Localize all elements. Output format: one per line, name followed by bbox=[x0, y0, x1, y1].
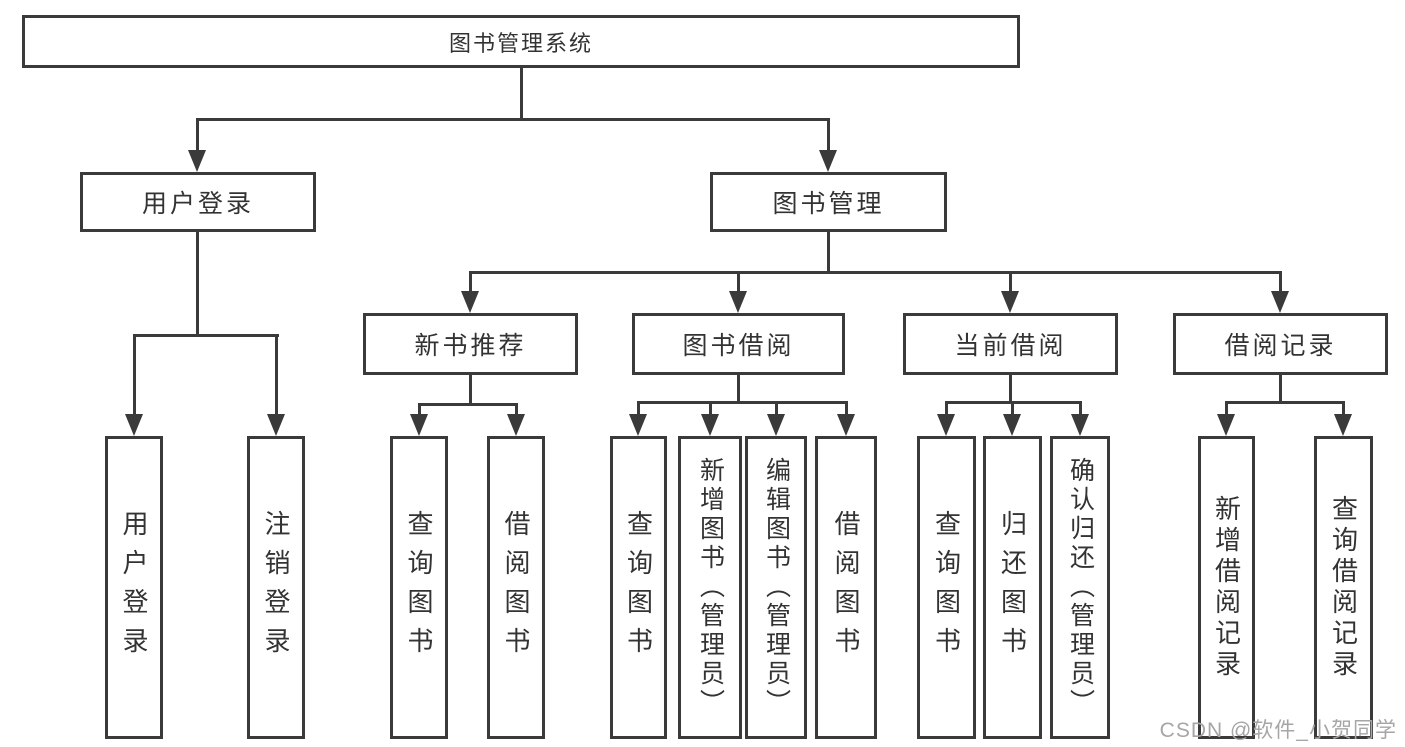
v-line bbox=[737, 271, 740, 295]
leaf-label: 归还图书 bbox=[997, 509, 1028, 666]
leaf-borrow-borrow-books: 借阅图书 bbox=[815, 436, 877, 739]
node-label: 借阅记录 bbox=[1224, 332, 1337, 360]
v-line bbox=[1279, 375, 1282, 404]
leaf-label: 编辑图书（管理员） bbox=[762, 457, 791, 718]
arrowhead-down bbox=[837, 414, 855, 436]
v-line bbox=[1279, 271, 1282, 295]
arrowhead-down bbox=[1217, 414, 1235, 436]
v-line bbox=[196, 118, 199, 154]
node-label: 当前借阅 bbox=[954, 332, 1067, 360]
leaf-label: 查询图书 bbox=[623, 509, 654, 666]
arrowhead-down bbox=[701, 414, 719, 436]
leaf-recommend-borrow-books: 借阅图书 bbox=[487, 436, 545, 739]
leaf-borrow-query-books: 查询图书 bbox=[610, 436, 667, 739]
v-line bbox=[1011, 401, 1014, 417]
v-line bbox=[775, 401, 778, 417]
leaf-label: 新增借阅记录 bbox=[1211, 494, 1242, 681]
leaf-current-return-books: 归还图书 bbox=[983, 436, 1042, 739]
leaf-borrow-add-books-admin: 新增图书（管理员） bbox=[678, 436, 742, 739]
node-current-borrow: 当前借阅 bbox=[903, 313, 1118, 375]
v-line bbox=[196, 232, 199, 336]
v-line bbox=[133, 334, 136, 418]
h-line bbox=[469, 271, 1282, 274]
v-line bbox=[469, 271, 472, 295]
v-line bbox=[827, 232, 830, 274]
leaf-label: 确认归还（管理员） bbox=[1066, 457, 1095, 718]
node-label: 用户登录 bbox=[141, 190, 254, 218]
node-user-login-branch: 用户登录 bbox=[80, 172, 316, 232]
leaf-label: 借阅图书 bbox=[831, 509, 861, 666]
v-line bbox=[520, 68, 523, 120]
leaf-label: 用户登录 bbox=[119, 509, 149, 666]
arrowhead-down bbox=[507, 414, 525, 436]
h-line bbox=[196, 118, 830, 121]
leaf-current-confirm-return-admin: 确认归还（管理员） bbox=[1050, 436, 1110, 739]
v-line bbox=[1079, 401, 1082, 417]
leaf-label: 注销登录 bbox=[261, 509, 291, 666]
leaf-current-query-books: 查询图书 bbox=[917, 436, 976, 739]
v-line bbox=[737, 375, 740, 404]
arrowhead-down bbox=[1001, 291, 1019, 313]
node-root: 图书管理系统 bbox=[22, 15, 1020, 68]
arrowhead-down bbox=[188, 150, 206, 172]
leaf-label: 查询图书 bbox=[931, 509, 962, 666]
leaf-user-login: 用户登录 bbox=[105, 436, 163, 739]
arrowhead-down bbox=[819, 150, 837, 172]
arrowhead-down bbox=[1003, 414, 1021, 436]
v-line bbox=[275, 334, 278, 418]
v-line bbox=[1225, 401, 1228, 417]
v-line bbox=[709, 401, 712, 417]
h-line bbox=[133, 334, 279, 337]
arrowhead-down bbox=[729, 291, 747, 313]
arrowhead-down bbox=[1271, 291, 1289, 313]
leaf-label: 查询图书 bbox=[404, 509, 434, 666]
v-line bbox=[1009, 271, 1012, 295]
v-line bbox=[469, 375, 472, 406]
arrowhead-down bbox=[767, 414, 785, 436]
v-line bbox=[418, 403, 421, 417]
node-book-borrow: 图书借阅 bbox=[632, 313, 845, 375]
arrowhead-down bbox=[125, 414, 143, 436]
v-line bbox=[515, 403, 518, 417]
leaf-recommend-query-books: 查询图书 bbox=[390, 436, 448, 739]
node-book-management: 图书管理 bbox=[710, 172, 947, 232]
node-new-book-recommend: 新书推荐 bbox=[363, 313, 578, 375]
arrowhead-down bbox=[1071, 414, 1089, 436]
arrowhead-down bbox=[267, 414, 285, 436]
v-line bbox=[1342, 401, 1345, 417]
node-label: 新书推荐 bbox=[414, 332, 527, 360]
leaf-borrow-edit-books-admin: 编辑图书（管理员） bbox=[745, 436, 807, 739]
v-line bbox=[637, 401, 640, 417]
h-line bbox=[1225, 401, 1345, 404]
leaf-logout: 注销登录 bbox=[247, 436, 305, 739]
leaf-records-add-record: 新增借阅记录 bbox=[1198, 436, 1255, 739]
v-line bbox=[945, 401, 948, 417]
node-label: 图书管理 bbox=[772, 190, 885, 218]
node-borrow-records: 借阅记录 bbox=[1173, 313, 1388, 375]
leaf-label: 查询借阅记录 bbox=[1328, 494, 1359, 681]
watermark: CSDN @软件_小贺同学 bbox=[1159, 719, 1397, 742]
leaf-records-query-record: 查询借阅记录 bbox=[1314, 436, 1373, 739]
node-root-label: 图书管理系统 bbox=[448, 30, 593, 56]
h-line bbox=[418, 403, 518, 406]
arrowhead-down bbox=[1334, 414, 1352, 436]
v-line bbox=[1009, 375, 1012, 404]
v-line bbox=[845, 401, 848, 417]
h-line bbox=[637, 401, 848, 404]
arrowhead-down bbox=[410, 414, 428, 436]
leaf-label: 借阅图书 bbox=[501, 509, 531, 666]
arrowhead-down bbox=[937, 414, 955, 436]
leaf-label: 新增图书（管理员） bbox=[696, 457, 725, 718]
arrowhead-down bbox=[629, 414, 647, 436]
arrowhead-down bbox=[461, 291, 479, 313]
v-line bbox=[827, 118, 830, 154]
node-label: 图书借阅 bbox=[682, 332, 795, 360]
